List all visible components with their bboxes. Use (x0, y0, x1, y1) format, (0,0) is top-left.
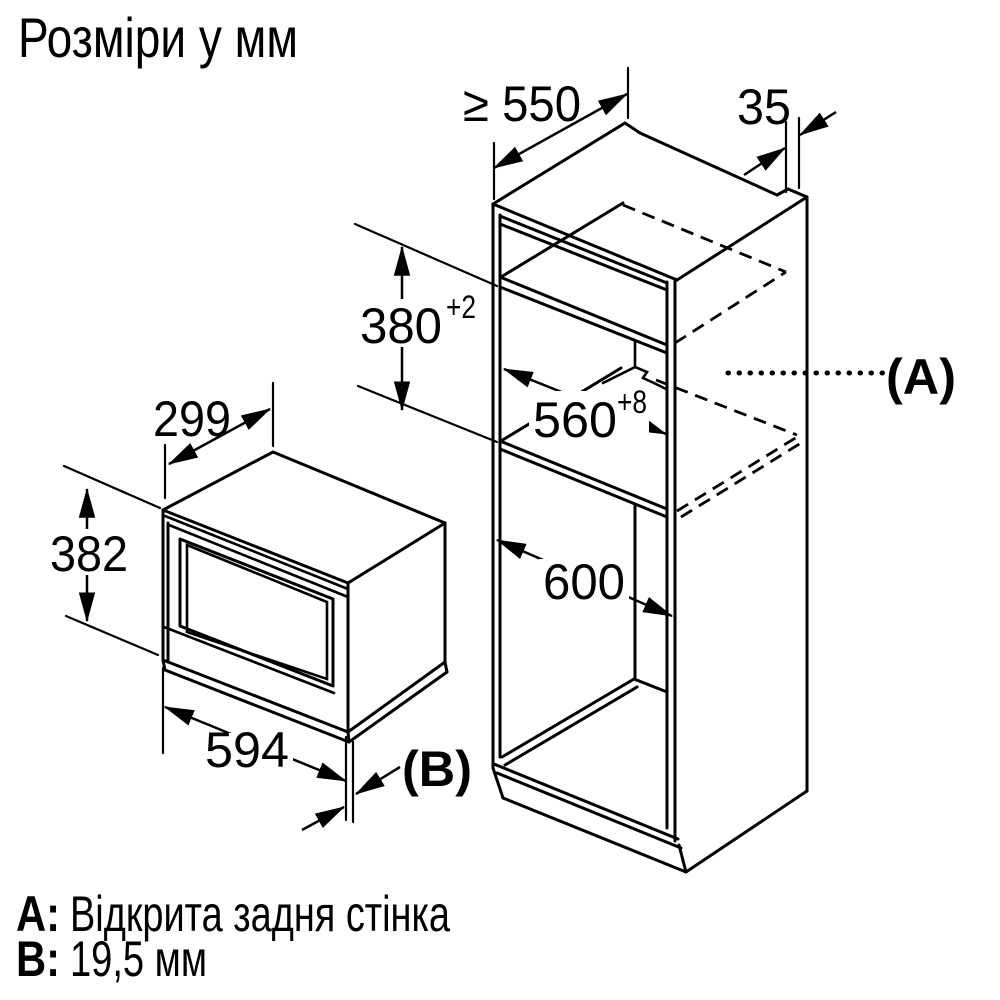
legend-b-text: 19,5 мм (70, 931, 207, 987)
legend-b-key: B: (16, 931, 60, 987)
dimension-top-rear-gap (743, 110, 837, 194)
dim-label-niche-height: 380 (360, 298, 442, 354)
legend-a-text: Відкрита задня стінка (70, 886, 450, 942)
annotation-b-label: (B) (402, 741, 472, 797)
dimension-appliance-depth (163, 381, 275, 500)
dim-label-niche-height-tolerance: +2 (446, 289, 476, 325)
annotation-a-label: (A) (886, 349, 956, 405)
dim-label-top-rear-gap: 35 (737, 79, 791, 135)
dim-label-appliance-depth: 299 (153, 391, 231, 447)
legend: A: Відкрита задня стінка B: 19,5 мм (16, 886, 450, 987)
dim-label-niche-width: 560 (533, 392, 617, 448)
dim-label-appliance-width: 594 (205, 722, 289, 778)
dim-label-appliance-height: 382 (50, 526, 128, 582)
cabinet-drawing (491, 121, 809, 874)
dim-label-niche-width-tolerance: +8 (617, 384, 647, 420)
legend-a-key: A: (16, 886, 60, 942)
open-back-wall-dashed-edges (622, 203, 802, 519)
page-title: Розміри у мм (18, 6, 298, 69)
dim-label-cabinet-depth: ≥ 550 (463, 76, 581, 132)
dimension-cabinet-depth (492, 66, 630, 201)
annotation-b-arrows (301, 765, 401, 832)
door-window (178, 537, 335, 688)
dim-label-lower-width: 600 (543, 554, 625, 610)
microwave-drawing (161, 450, 449, 744)
